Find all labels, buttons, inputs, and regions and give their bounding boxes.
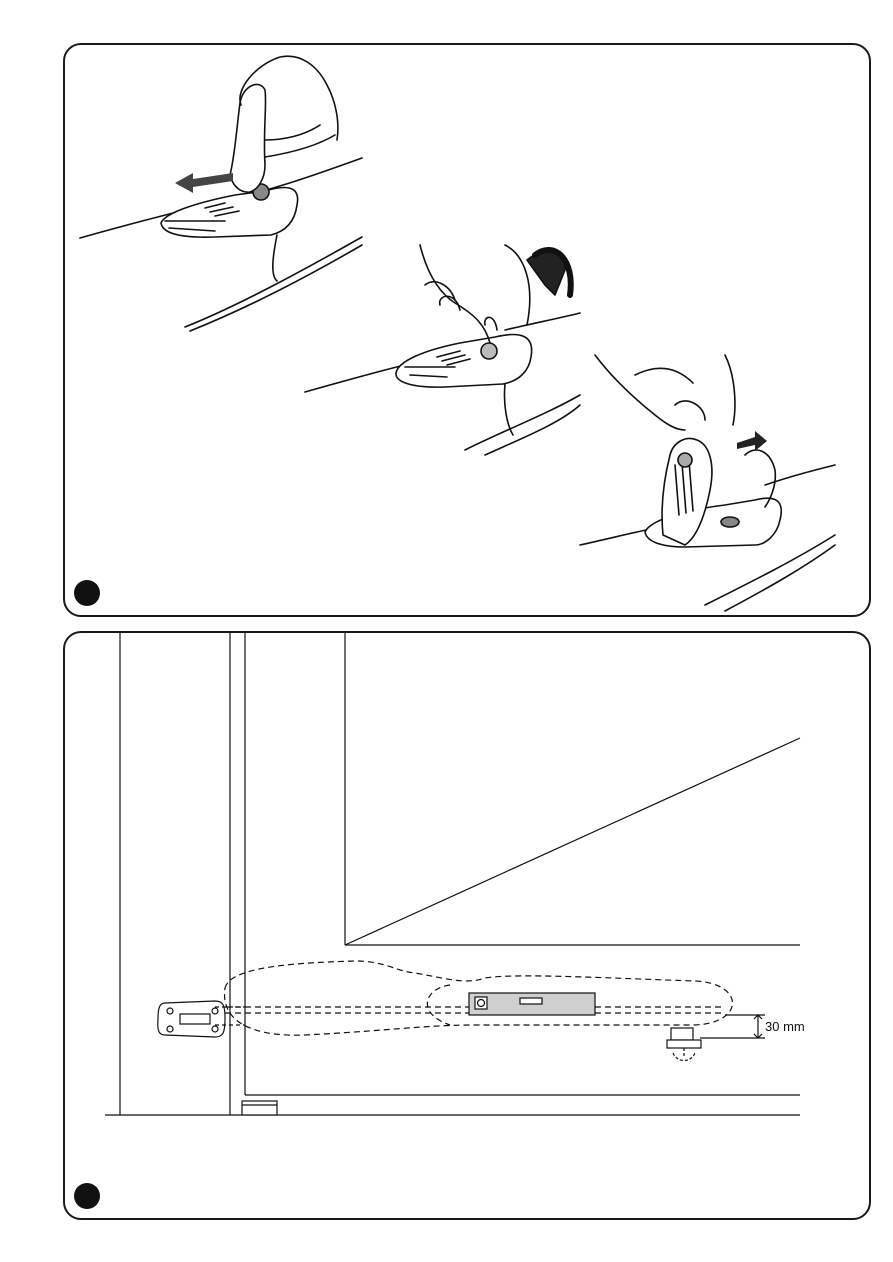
step-badge: [74, 1183, 100, 1209]
step-badge: [74, 580, 100, 606]
step-lift-lever: [579, 354, 836, 612]
panel-installation-level: 30 mm: [63, 631, 871, 1220]
release-steps-illustration: [79, 55, 836, 612]
gate-foot: [241, 1100, 278, 1116]
gate-diagonal: [344, 737, 801, 946]
panel-release-steps: [63, 43, 871, 617]
step-press-cover: [79, 55, 363, 332]
dimension-label: 30 mm: [765, 1019, 805, 1034]
operator-outline-dashed: [223, 960, 734, 1036]
step-turn-key: [304, 244, 581, 456]
installation-diagram: 30 mm: [105, 633, 805, 1116]
gate-bracket: [670, 1027, 694, 1041]
